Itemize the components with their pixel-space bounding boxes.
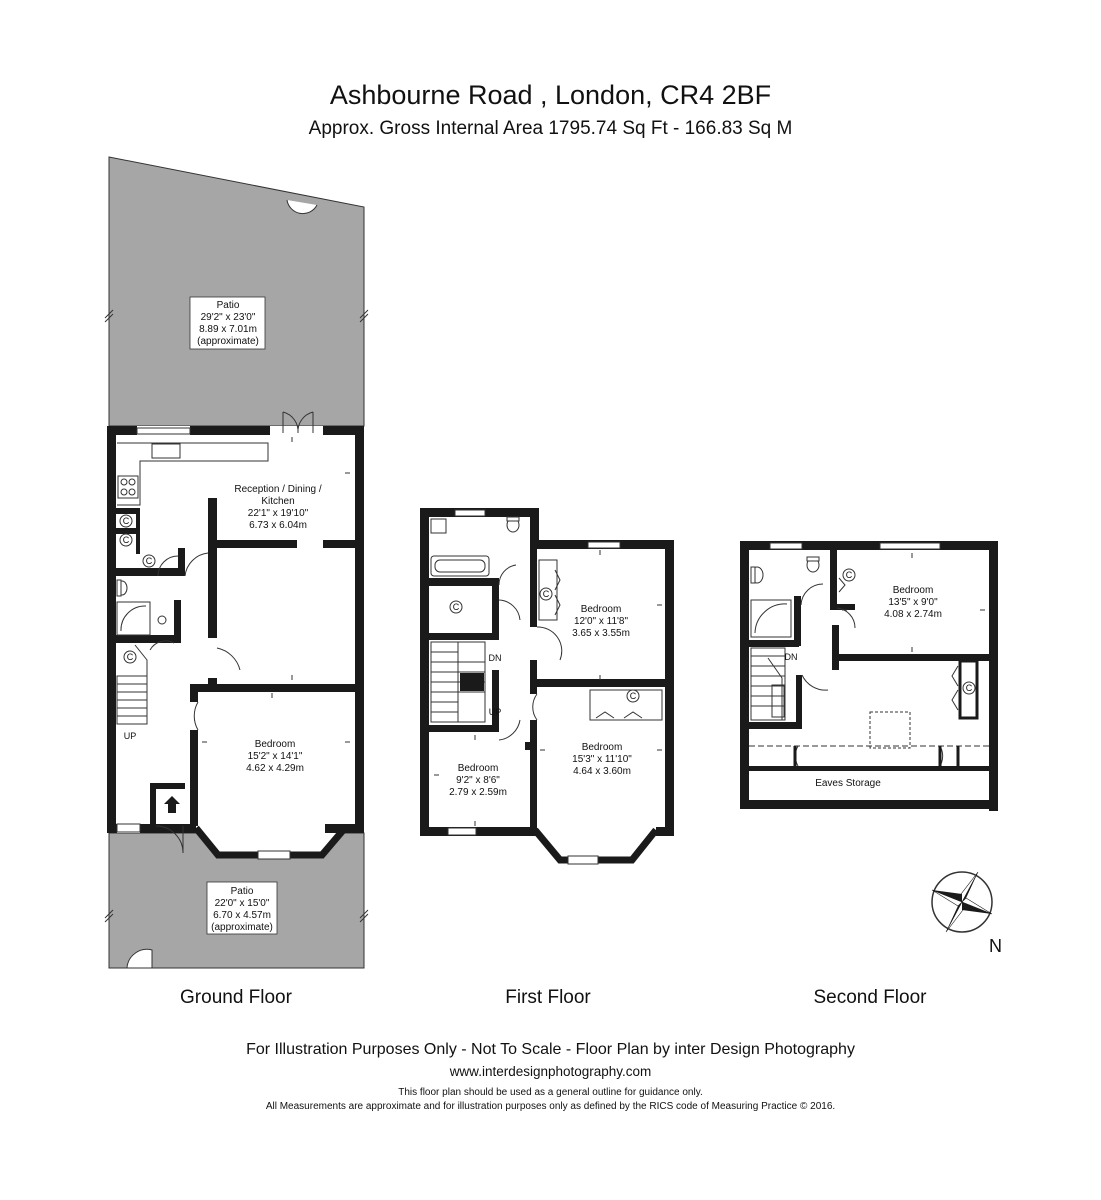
reception-name-line1: Reception / Dining / [234,484,321,495]
sf-bedroom-metric: 4.08 x 2.74m [884,609,942,620]
gross-internal-area: Approx. Gross Internal Area 1795.74 Sq F… [308,118,793,139]
rear-patio-note: (approximate) [197,336,259,347]
reception-imperial: 22'1" x 19'10" [248,508,309,519]
sf-stairs-dn-label: DN [785,652,798,662]
ff-bedroom-b-name: Bedroom [582,742,623,753]
sf-bedroom-name: Bedroom [893,585,934,596]
footer-guidance-note: This floor plan should be used as a gene… [398,1087,703,1098]
patio-gate-door [286,199,318,215]
front-patio-name: Patio [231,886,254,897]
second-floor-plan: Bedroom 13'5" x 9'0" 4.08 x 2.74m Eaves … [740,541,998,811]
gf-cupboard-3: C [146,556,153,566]
ground-floor-label: Ground Floor [180,987,292,1008]
ff-stairs-dn-label: DN [489,653,502,663]
ff-bedroom-a-imperial: 12'0" x 11'8" [574,616,629,627]
rear-patio-imperial: 29'2" x 23'0" [201,312,256,323]
sf-cupboard-2: C [966,683,973,693]
front-patio-note: (approximate) [211,922,273,933]
second-floor-label: Second Floor [813,987,927,1008]
front-patio-metric: 6.70 x 4.57m [213,910,271,921]
front-patio-imperial: 22'0" x 15'0" [215,898,270,909]
property-address: Ashbourne Road , London, CR4 2BF [329,80,772,110]
ground-floor-interior [109,426,364,833]
ff-cupboard-2: C [543,589,550,599]
rear-patio-name: Patio [217,300,240,311]
first-floor-plan: Bedroom 12'0" x 11'8" 3.65 x 3.55m Bedro… [420,508,674,865]
ff-bedroom-c-imperial: 9'2" x 8'6" [456,775,500,786]
north-label: N [989,936,1002,956]
gf-stairs-up-label: UP [124,731,137,741]
ff-bedroom-c-metric: 2.79 x 2.59m [449,787,507,798]
front-gate-door [126,948,153,969]
footer-website: www.interdesignphotography.com [449,1064,652,1079]
ff-stairs-up-label: UP [489,707,502,717]
reception-name-line2: Kitchen [261,496,294,507]
footer-disclaimer: For Illustration Purposes Only - Not To … [246,1041,855,1058]
ff-bedroom-a-name: Bedroom [581,604,622,615]
gf-cupboard-2: C [123,535,130,545]
gf-cupboard-1: C [123,516,130,526]
gf-bedroom-name: Bedroom [255,739,296,750]
ff-bedroom-c-name: Bedroom [458,763,499,774]
sf-cupboard-1: C [846,570,853,580]
first-floor-label: First Floor [505,987,591,1008]
ground-floor-plan: Patio 29'2" x 23'0" 8.89 x 7.01m (approx… [104,156,369,969]
reception-metric: 6.73 x 6.04m [249,520,307,531]
ff-bedroom-b-imperial: 15'3" x 11'10" [572,754,632,765]
rear-patio-area [108,156,365,427]
gf-cupboard-4: C [127,652,134,662]
ff-cupboard-1: C [453,602,460,612]
sf-eaves-storage-label: Eaves Storage [815,778,881,789]
footer-measurement-note: All Measurements are approximate and for… [265,1101,836,1112]
gf-bedroom-metric: 4.62 x 4.29m [246,763,304,774]
ff-bedroom-b-metric: 4.64 x 3.60m [573,766,631,777]
ff-bedroom-a-metric: 3.65 x 3.55m [572,628,630,639]
gf-bedroom-imperial: 15'2" x 14'1" [248,751,303,762]
rear-patio-metric: 8.89 x 7.01m [199,324,257,335]
compass-rose-icon: N [931,871,1002,956]
sf-bedroom-imperial: 13'5" x 9'0" [888,597,938,608]
ff-cupboard-3: C [630,691,637,701]
